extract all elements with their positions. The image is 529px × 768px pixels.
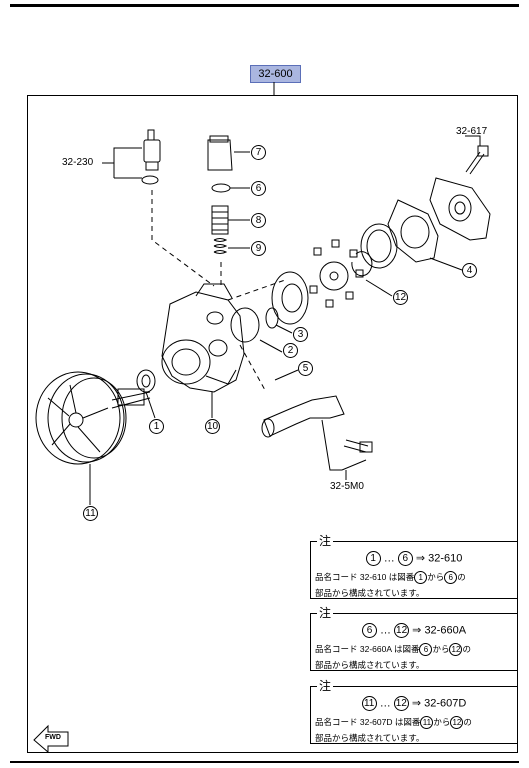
callout-11: 11 — [83, 506, 98, 521]
top-rule — [10, 4, 519, 7]
callout-1: 1 — [149, 419, 164, 434]
pump-body — [161, 283, 245, 393]
note-title: 注 — [317, 679, 334, 693]
callout-2: 2 — [283, 343, 298, 358]
callout-7: 7 — [251, 145, 266, 160]
note-line-2: 部品から構成されています。 — [315, 660, 425, 670]
pulley — [35, 371, 151, 465]
note-title: 注 — [317, 534, 334, 548]
callout-8: 8 — [251, 213, 266, 228]
fwd-label: FWD — [45, 734, 61, 741]
label-32-5m0[interactable]: 32-5M0 — [330, 481, 364, 492]
bottom-rule — [10, 761, 519, 763]
note-equation: 1 … 6 ⇒ 32-610 — [311, 551, 517, 566]
callout-4: 4 — [462, 263, 477, 278]
fwd-arrow — [33, 724, 69, 754]
callout-12: 12 — [393, 290, 408, 305]
label-32-230[interactable]: 32-230 — [62, 157, 94, 168]
note-equation: 11 … 12 ⇒ 32-607D — [311, 696, 517, 711]
callout-10: 10 — [205, 419, 220, 434]
note-equation: 6 … 12 ⇒ 32-660A — [311, 623, 517, 638]
note-line-2: 部品から構成されています。 — [315, 733, 425, 743]
callout-3: 3 — [293, 327, 308, 342]
note-title: 注 — [317, 606, 334, 620]
label-32-617[interactable]: 32-617 — [456, 126, 488, 137]
assembly-code-tag[interactable]: 32-600 — [250, 65, 301, 83]
callout-9: 9 — [251, 241, 266, 256]
callout-6: 6 — [251, 181, 266, 196]
note-line-2: 部品から構成されています。 — [315, 588, 425, 598]
diagram-frame — [27, 95, 518, 753]
callout-5: 5 — [298, 361, 313, 376]
